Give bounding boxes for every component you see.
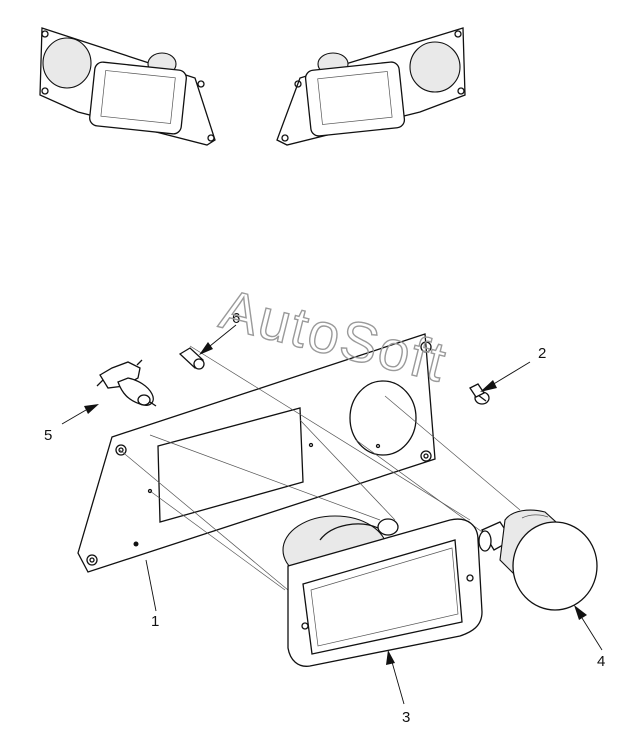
assembled-lamp-right-view — [276, 27, 466, 146]
assembled-lamp-left-view — [39, 27, 216, 146]
callout-5: 5 — [44, 427, 52, 444]
halogen-bulb — [96, 359, 157, 407]
callout-1: 1 — [151, 613, 159, 630]
callout-4: 4 — [597, 653, 605, 670]
callout-6: 6 — [232, 310, 240, 327]
mounting-screw — [469, 383, 490, 405]
leader-lines — [61, 324, 603, 705]
mounting-plate — [77, 333, 436, 573]
auxiliary-lamp — [478, 509, 598, 611]
callout-labels: 1 2 3 4 5 6 — [44, 310, 605, 726]
alignment-lines — [119, 345, 521, 601]
callout-3: 3 — [402, 709, 410, 726]
indicator-bulb — [178, 347, 205, 370]
headlamp-unit — [282, 515, 483, 667]
callout-2: 2 — [538, 345, 546, 362]
